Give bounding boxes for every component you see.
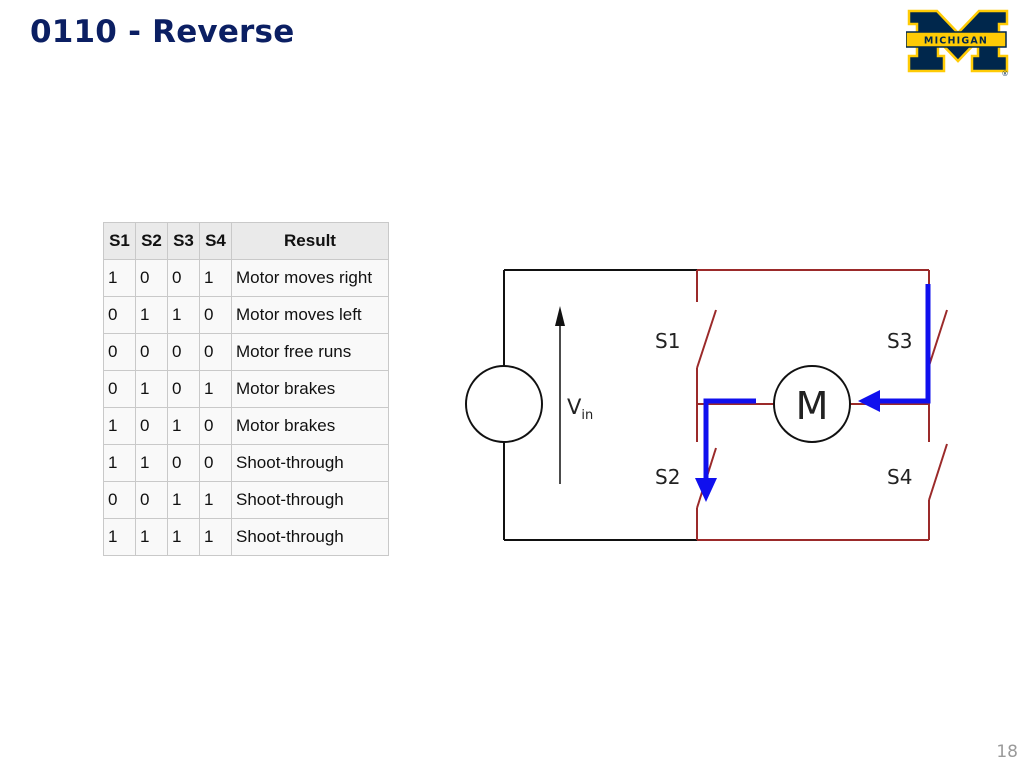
cell-s1: 1 xyxy=(103,518,136,556)
michigan-logo: MICHIGAN ® xyxy=(906,9,1009,77)
cell-s3: 1 xyxy=(167,407,200,445)
cell-s3: 0 xyxy=(167,444,200,482)
cell-s2: 1 xyxy=(135,296,168,334)
switch-label-s2: S2 xyxy=(655,465,680,489)
current-arrowheads xyxy=(695,390,880,502)
switch-label-s3: S3 xyxy=(887,329,912,353)
cell-s1: 0 xyxy=(103,481,136,519)
cell-result: Shoot-through xyxy=(231,444,389,482)
table-header-row: S1 S2 S3 S4 Result xyxy=(103,222,389,260)
cell-s4: 1 xyxy=(199,481,232,519)
table-row: 0 0 0 0 Motor free runs xyxy=(103,333,389,371)
page-number: 18 xyxy=(996,742,1018,762)
logo-registered-mark: ® xyxy=(1002,70,1009,77)
cell-result: Motor brakes xyxy=(231,407,389,445)
switch-label-s4: S4 xyxy=(887,465,912,489)
cell-s1: 0 xyxy=(103,333,136,371)
cell-s3: 1 xyxy=(167,296,200,334)
header-result: Result xyxy=(231,222,389,260)
current-path-left-segment xyxy=(703,398,756,478)
table-row: 1 1 1 1 Shoot-through xyxy=(103,518,389,556)
table-row: 1 1 0 0 Shoot-through xyxy=(103,444,389,482)
logo-text: MICHIGAN xyxy=(924,36,988,47)
cell-result: Shoot-through xyxy=(231,518,389,556)
logo-banner xyxy=(906,31,1007,48)
voltage-arrow-head xyxy=(555,306,565,326)
cell-s1: 1 xyxy=(103,444,136,482)
h-bridge-circuit: Vin M S1 S2 S3 S4 xyxy=(465,269,948,541)
table-row: 0 1 0 1 Motor brakes xyxy=(103,370,389,408)
source-label: Vin xyxy=(567,395,593,423)
cell-result: Motor free runs xyxy=(231,333,389,371)
header-s3: S3 xyxy=(167,222,200,260)
cell-s4: 0 xyxy=(199,407,232,445)
cell-s3: 1 xyxy=(167,481,200,519)
cell-s2: 0 xyxy=(135,481,168,519)
header-s1: S1 xyxy=(103,222,136,260)
source-label-subscript: in xyxy=(581,408,593,423)
cell-s4: 1 xyxy=(199,518,232,556)
cell-result: Motor moves right xyxy=(231,259,389,297)
wire-black-group xyxy=(503,269,697,541)
cell-s1: 0 xyxy=(103,370,136,408)
cell-s4: 1 xyxy=(199,370,232,408)
cell-s4: 0 xyxy=(199,296,232,334)
cell-result: Motor moves left xyxy=(231,296,389,334)
cell-s4: 0 xyxy=(199,444,232,482)
slide-title: 0110 - Reverse xyxy=(30,14,295,50)
cell-s2: 1 xyxy=(135,370,168,408)
motor-symbol xyxy=(773,365,851,443)
cell-s3: 0 xyxy=(167,259,200,297)
cell-s1: 1 xyxy=(103,407,136,445)
motor-label: M xyxy=(796,384,829,428)
switch-label-s1: S1 xyxy=(655,329,680,353)
cell-s2: 1 xyxy=(135,444,168,482)
wire-red-group xyxy=(696,269,948,541)
cell-s2: 0 xyxy=(135,259,168,297)
switch-s1-blade xyxy=(696,309,717,369)
cell-s2: 1 xyxy=(135,518,168,556)
cell-s2: 0 xyxy=(135,407,168,445)
truth-table: S1 S2 S3 S4 Result 1 0 0 1 Motor moves r… xyxy=(103,222,389,556)
cell-s1: 0 xyxy=(103,296,136,334)
arrow-down-icon xyxy=(695,478,717,502)
header-s2: S2 xyxy=(135,222,168,260)
voltage-source-symbol xyxy=(465,365,543,443)
cell-s4: 0 xyxy=(199,333,232,371)
table-row: 1 0 1 0 Motor brakes xyxy=(103,407,389,445)
current-path xyxy=(703,284,931,478)
cell-s3: 1 xyxy=(167,518,200,556)
cell-s1: 1 xyxy=(103,259,136,297)
arrow-left-icon xyxy=(858,390,880,412)
current-path-right-segment xyxy=(878,284,931,404)
cell-s3: 0 xyxy=(167,370,200,408)
switch-s3-blade xyxy=(928,309,948,367)
table-row: 1 0 0 1 Motor moves right xyxy=(103,259,389,297)
cell-result: Motor brakes xyxy=(231,370,389,408)
cell-s4: 1 xyxy=(199,259,232,297)
table-row: 0 1 1 0 Motor moves left xyxy=(103,296,389,334)
switch-s4-blade xyxy=(928,443,948,501)
cell-result: Shoot-through xyxy=(231,481,389,519)
cell-s3: 0 xyxy=(167,333,200,371)
table-row: 0 0 1 1 Shoot-through xyxy=(103,481,389,519)
cell-s2: 0 xyxy=(135,333,168,371)
source-label-main: V xyxy=(567,395,582,419)
header-s4: S4 xyxy=(199,222,232,260)
